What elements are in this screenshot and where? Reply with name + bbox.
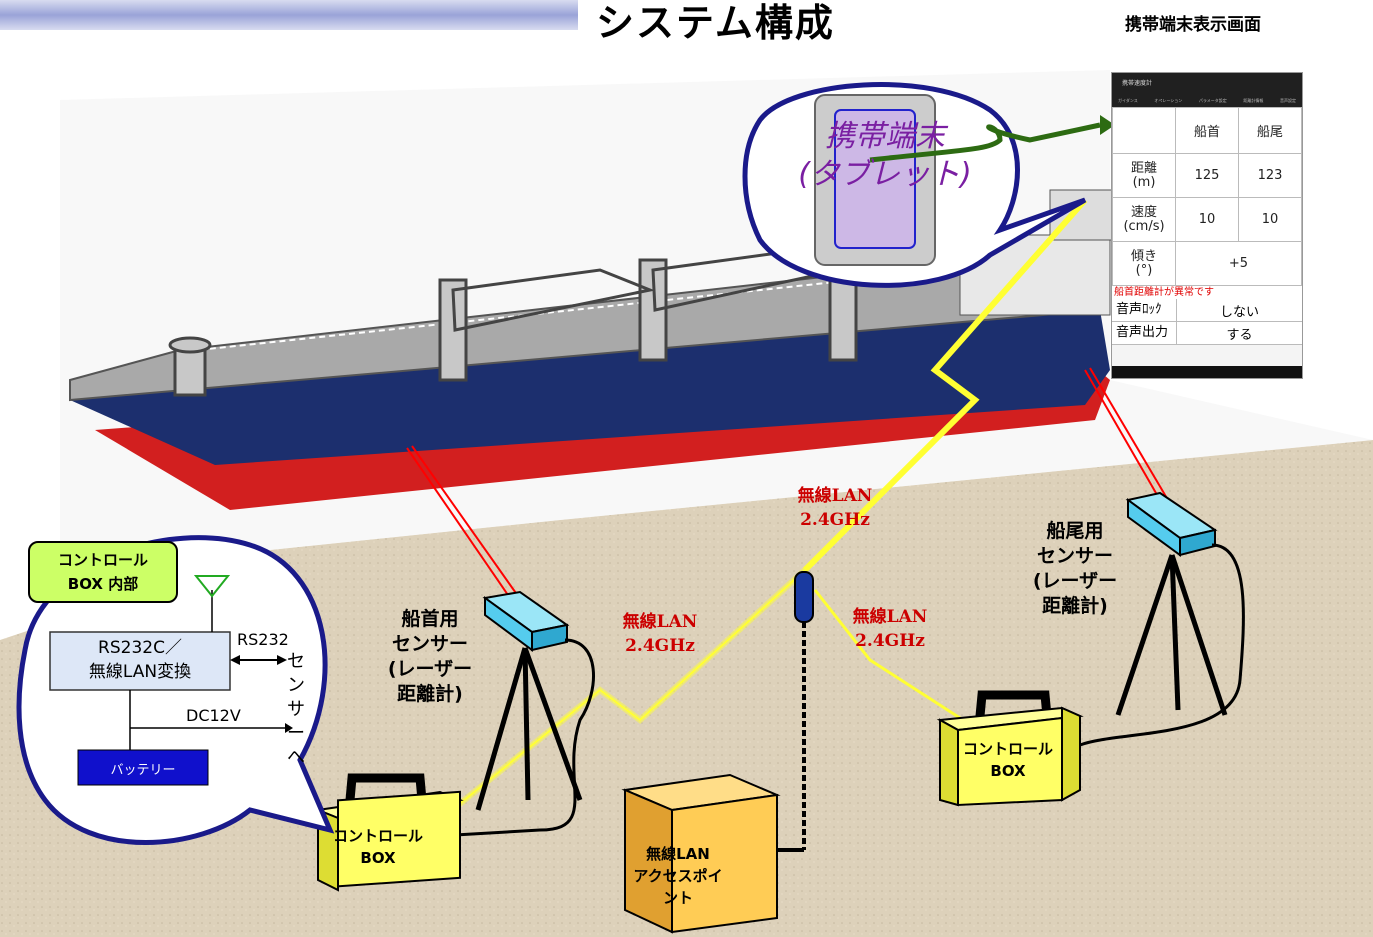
tilt-value: +5 [1175, 241, 1302, 286]
row-label-distance: 距離 (m) [1112, 153, 1176, 198]
dc12v-label: DC12V [186, 706, 241, 725]
tablet-screen-caption: 携帯端末表示画面 [1125, 15, 1261, 35]
bow-sensor [454, 590, 595, 837]
column-header-stern: 船尾 [1238, 107, 1302, 154]
setting-voice-output-label: 音声出力 [1112, 322, 1177, 344]
converter-label: RS232C／ 無線LAN変換 [88, 638, 192, 682]
setting-voice-lock[interactable]: 音声ﾛｯｸ しない [1112, 299, 1302, 322]
tab-rangefinder[interactable]: 距離計情報 [1243, 98, 1264, 103]
stern-sensor-label: 船尾用 センサー (レーザー 距離計) [1032, 520, 1118, 617]
setting-voice-lock-label: 音声ﾛｯｸ [1112, 299, 1177, 321]
ship [69, 189, 1121, 510]
tablet-tabs: ガイダンス オペレーション パラメータ設定 距離計情報 音声設定 [1112, 95, 1302, 107]
setting-voice-output[interactable]: 音声出力 する [1112, 322, 1302, 345]
inset-badge: コントロール BOX 内部 [28, 541, 178, 603]
wlan-label-right: 無線LAN 2.4GHz [852, 607, 928, 651]
ship-cranes [168, 248, 858, 397]
tab-operation[interactable]: オペレーション [1154, 98, 1183, 103]
tab-parameters[interactable]: パラメータ設定 [1198, 98, 1227, 103]
page-title: システム構成 [596, 1, 835, 45]
tablet-label-line1: 携帯端末 [825, 119, 945, 154]
laser-beams [406, 367, 1169, 599]
bow-sensor-label: 船首用 センサー (レーザー 距離計) [387, 608, 473, 705]
setting-voice-lock-value[interactable]: しない [1219, 304, 1259, 320]
warning-message: 船首距離計が異常です [1112, 286, 1302, 299]
tablet-label-line2: (タブレット) [798, 157, 972, 192]
access-point-label: 無線LAN アクセスポイント [633, 845, 723, 907]
setting-voice-output-value[interactable]: する [1226, 327, 1253, 343]
tablet-app-title: 携帯速度計 [1112, 73, 1302, 95]
access-point-box [621, 773, 781, 934]
measurement-table: 船首 船尾 距離 (m) 125 123 速度 (cm/s) 10 10 傾き … [1112, 107, 1302, 286]
wlan-label-top: 無線LAN 2.4GHz [797, 486, 873, 530]
control-box-right-label: コントロール BOX [962, 740, 1053, 780]
speed-bow: 10 [1175, 197, 1239, 242]
tab-voice[interactable]: 音声設定 [1279, 98, 1296, 103]
speed-stern: 10 [1238, 197, 1302, 242]
sensor-direction-label: センサーへ [287, 651, 305, 768]
column-header-bow: 船首 [1175, 107, 1239, 154]
header-bar [0, 0, 578, 30]
rs232-label: RS232 [237, 630, 289, 649]
battery-label: バッテリー [110, 763, 176, 778]
wlan-label-left: 無線LAN 2.4GHz [622, 612, 698, 656]
tablet-bubble [742, 82, 1115, 288]
distance-bow: 125 [1175, 153, 1239, 198]
distance-stern: 123 [1238, 153, 1302, 198]
access-point-antenna [777, 571, 814, 852]
stern-sensor [1079, 491, 1245, 747]
tablet-screen: 携帯速度計 ガイダンス オペレーション パラメータ設定 距離計情報 音声設定 船… [1111, 72, 1303, 379]
row-label-speed: 速度 (cm/s) [1112, 197, 1176, 242]
tab-guidance[interactable]: ガイダンス [1118, 98, 1138, 103]
tablet-bubble-label: 携帯端末 (タブレット) [785, 118, 985, 194]
row-label-tilt: 傾き (°) [1112, 241, 1176, 286]
wireless-waves [428, 198, 1088, 831]
control-box-right [936, 690, 1084, 807]
android-nav-bar [1112, 366, 1302, 378]
control-box-left [314, 773, 464, 892]
control-box-left-label: コントロール BOX [332, 827, 423, 867]
